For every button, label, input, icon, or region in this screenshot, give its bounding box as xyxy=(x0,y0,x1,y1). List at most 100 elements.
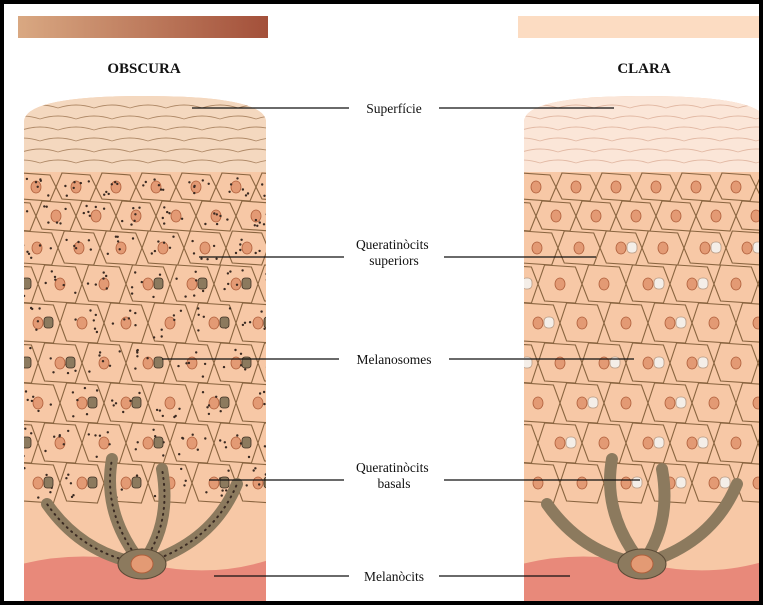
melanin-granule xyxy=(70,482,72,484)
melanin-granule xyxy=(156,409,158,411)
nucleus xyxy=(551,210,561,222)
nucleus xyxy=(297,477,307,489)
melanin-granule xyxy=(197,449,199,451)
melanin-granule xyxy=(203,316,205,318)
melanin-granule xyxy=(208,404,210,406)
melanin-granule xyxy=(32,396,34,398)
melanin-granule xyxy=(14,436,16,438)
melanin-granule xyxy=(13,271,15,273)
melanin-granule xyxy=(135,448,137,450)
melanin-granule xyxy=(295,214,297,216)
melanin-granule xyxy=(103,271,105,273)
melanin-granule xyxy=(116,183,118,185)
nucleus xyxy=(533,317,543,329)
nucleus xyxy=(11,210,21,222)
melanin-granule xyxy=(225,489,227,491)
melanosome-cluster xyxy=(500,317,510,328)
melanin-granule xyxy=(193,185,195,187)
melanosome-cluster xyxy=(676,477,686,488)
melanin-granule xyxy=(289,248,291,250)
melanin-granule xyxy=(259,392,261,394)
melanin-granule xyxy=(223,288,225,290)
melanin-granule xyxy=(253,469,255,471)
melanin-granule xyxy=(103,194,105,196)
melanin-granule xyxy=(4,221,6,223)
melanin-granule xyxy=(128,317,130,319)
melanin-granule xyxy=(271,316,273,318)
melanin-granule xyxy=(132,237,134,239)
melanin-granule xyxy=(117,236,119,238)
melanin-granule xyxy=(268,278,270,280)
melanosome-cluster xyxy=(720,477,730,488)
nucleus xyxy=(242,242,252,254)
melanin-granule xyxy=(298,401,300,403)
melanin-granule xyxy=(132,207,134,209)
melanin-granule xyxy=(314,434,316,436)
melanin-granule xyxy=(178,453,180,455)
melanin-granule xyxy=(5,485,7,487)
melanosome-cluster xyxy=(264,317,273,328)
melanin-granule xyxy=(267,435,269,437)
melanin-granule xyxy=(269,481,271,483)
nucleus xyxy=(621,317,631,329)
melanin-granule xyxy=(195,351,197,353)
melanin-granule xyxy=(266,446,268,448)
melanin-granule xyxy=(266,279,268,281)
melanin-granule xyxy=(280,190,282,192)
melanin-granule xyxy=(64,208,66,210)
melanin-granule xyxy=(88,180,90,182)
melanin-granule xyxy=(107,431,109,433)
nucleus xyxy=(116,242,126,254)
melanin-granule xyxy=(154,495,156,497)
melanin-granule xyxy=(261,183,263,185)
melanin-granule xyxy=(56,221,58,223)
nucleus xyxy=(32,242,42,254)
melanosome-cluster xyxy=(66,357,75,368)
keratinocyte-cell xyxy=(268,231,310,265)
nucleus xyxy=(319,437,329,449)
melanin-granule xyxy=(240,353,242,355)
melanin-granule xyxy=(66,195,68,197)
melanin-granule xyxy=(74,370,76,372)
keratinocyte-cell xyxy=(474,231,516,265)
melanin-granule xyxy=(93,319,95,321)
melanin-granule xyxy=(254,467,256,469)
melanin-granule xyxy=(153,336,155,338)
nucleus xyxy=(611,181,621,193)
melanin-granule xyxy=(234,349,236,351)
melanin-granule xyxy=(38,307,40,309)
melanin-granule xyxy=(103,208,105,210)
melanin-granule xyxy=(64,185,66,187)
nucleus xyxy=(319,278,329,290)
melanin-granule xyxy=(75,247,77,249)
nucleus xyxy=(143,437,153,449)
melanin-granule xyxy=(111,183,113,185)
nucleus xyxy=(643,278,653,290)
melanin-granule xyxy=(129,400,131,402)
melanin-granule xyxy=(335,440,337,442)
melanosome-cluster xyxy=(544,317,554,328)
melanin-granule xyxy=(168,212,170,214)
melanin-granule xyxy=(204,363,206,365)
melanin-granule xyxy=(31,308,33,310)
melanin-granule xyxy=(90,248,92,250)
melanin-granule xyxy=(173,314,175,316)
melanin-granule xyxy=(88,433,90,435)
melanosome-cluster xyxy=(588,397,598,408)
melanin-granule xyxy=(216,213,218,215)
melanin-granule xyxy=(87,282,89,284)
nucleus xyxy=(643,437,653,449)
melanin-granule xyxy=(266,213,268,215)
melanin-granule xyxy=(310,415,312,417)
melanin-granule xyxy=(263,223,265,225)
melanosome-cluster xyxy=(654,278,664,289)
melanin-granule xyxy=(162,415,164,417)
melanin-granule xyxy=(141,281,143,283)
keratinocyte-cell xyxy=(280,383,324,423)
melanin-granule xyxy=(102,277,104,279)
keratinocyte-cell xyxy=(302,265,346,303)
nucleus xyxy=(275,278,285,290)
melanin-granule xyxy=(63,284,65,286)
melanin-granule xyxy=(208,413,210,415)
melanin-granule xyxy=(54,276,56,278)
